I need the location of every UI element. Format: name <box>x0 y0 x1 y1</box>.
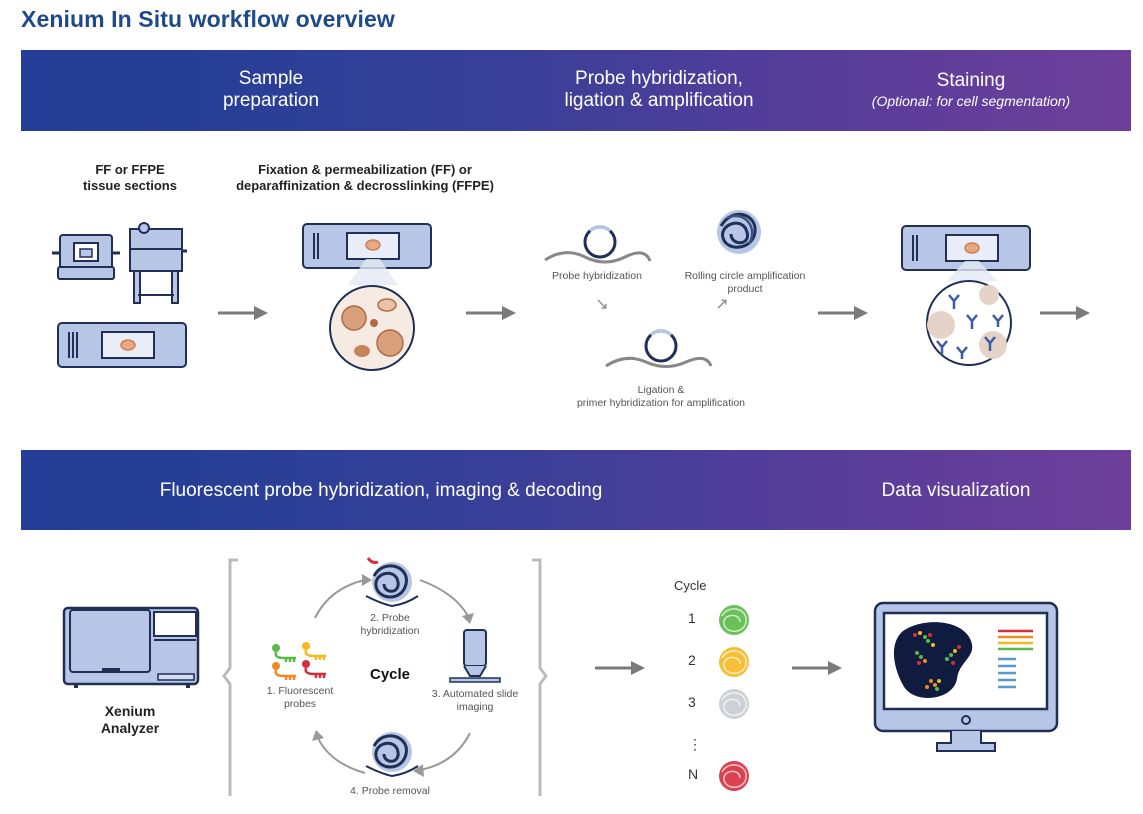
microscope-objective-icon <box>449 629 501 683</box>
label-line: 1. Fluorescent <box>266 685 334 697</box>
label-line: Analyzer <box>100 720 160 736</box>
stage-sample-preparation: Sample preparation <box>171 68 371 112</box>
label-line: tissue sections <box>83 178 177 193</box>
label-line: imaging <box>456 701 494 713</box>
ligation-label: Ligation & primer hybridization for ampl… <box>556 384 766 410</box>
xenium-analyzer-icon <box>62 606 200 688</box>
cycle-number: 3 <box>688 694 696 710</box>
flow-arrow-icon <box>1040 306 1090 320</box>
probe-removal-icon <box>365 732 419 778</box>
decoding-header: Cycle <box>674 578 707 593</box>
xenium-analyzer-label: Xenium Analyzer <box>70 703 190 737</box>
cycle-number: N <box>688 766 699 782</box>
flow-arrow-icon <box>218 306 268 320</box>
rca-product-icon <box>717 210 761 254</box>
stage-title: Staining <box>936 70 1006 91</box>
rca-signal-blob-icon <box>719 761 749 791</box>
step-arrow-up-icon: ↗ <box>715 296 729 313</box>
tissue-sections-label: FF or FFPE tissue sections <box>60 162 200 194</box>
label-line: Fixation & permeabilization (FF) or <box>258 162 472 177</box>
fixed-tissue-icon <box>302 223 432 371</box>
flow-arrow-icon <box>818 306 868 320</box>
fixation-label: Fixation & permeabilization (FF) or depa… <box>210 162 520 194</box>
cycle-step-4: 4. Probe removal <box>350 785 430 797</box>
label-line: 3. Automated slide <box>431 688 519 700</box>
cycle-bracket <box>222 558 548 796</box>
step-arrow-down-icon: ↘ <box>595 296 609 313</box>
ligation-probe-icon <box>605 329 713 368</box>
stage-data-visualization: Data visualization <box>881 480 1031 501</box>
label-line: Ligation & <box>637 384 685 396</box>
label-line: 2. Probe <box>370 612 410 624</box>
bottom-stage-band: Fluorescent probe hybridization, imaging… <box>21 450 1131 530</box>
label-line: primer hybridization for amplification <box>576 397 746 409</box>
label-line: deparaffinization & decrosslinking (FFPE… <box>236 178 494 193</box>
rca-product-label: Rolling circle amplification product <box>670 270 820 296</box>
cycle-step-3: 3. Automated slide imaging <box>420 688 530 714</box>
staining-tissue-icon <box>901 225 1031 366</box>
label-line: FF or FFPE <box>95 162 165 177</box>
stage-subtitle: (Optional: for cell segmentation) <box>871 93 1071 109</box>
spatial-dots <box>913 631 961 691</box>
top-stage-band: Sample preparation Probe hybridization, … <box>21 50 1131 131</box>
cycle-number: 1 <box>688 610 696 626</box>
stage-fluorescent-imaging: Fluorescent probe hybridization, imaging… <box>159 480 603 501</box>
label-line: Xenium <box>104 703 156 719</box>
flow-arrow-icon <box>595 661 645 675</box>
label-line: product <box>727 283 763 295</box>
cycle-number: 2 <box>688 652 696 668</box>
label-line: probes <box>283 698 317 710</box>
page-title: Xenium In Situ workflow overview <box>21 6 395 32</box>
probe-hybridization-icon <box>365 557 419 608</box>
flow-arrow-icon <box>792 661 842 675</box>
microtome-icon <box>52 222 187 304</box>
padlock-probe-icon <box>544 225 652 264</box>
glass-slide-icon <box>57 322 187 368</box>
cycle-number: ⋮ <box>688 736 702 752</box>
rca-signal-blob-icon <box>719 689 749 719</box>
label-line: hybridization <box>360 625 420 637</box>
stage-staining: Staining (Optional: for cell segmentatio… <box>841 70 1101 110</box>
stage-title-line1: Probe hybridization, <box>575 68 743 89</box>
cycle-center-label: Cycle <box>369 666 411 683</box>
flow-arrow-icon <box>466 306 516 320</box>
stage-title-line2: ligation & amplification <box>564 90 754 111</box>
label-line: Rolling circle amplification <box>684 270 806 282</box>
stage-title-line1: Sample <box>238 68 304 89</box>
stage-probe-hybridization: Probe hybridization, ligation & amplific… <box>529 68 789 112</box>
probe-hybridization-label: Probe hybridization <box>552 270 642 282</box>
rca-signal-blob-icon <box>719 647 749 677</box>
rca-signal-blob-icon <box>719 605 749 635</box>
stage-title-line2: preparation <box>222 90 320 111</box>
fluorescent-probes-icon <box>272 642 326 680</box>
cycle-step-1: 1. Fluorescent probes <box>250 685 350 711</box>
cycle-step-2: 2. Probe hybridization <box>340 612 440 638</box>
monitor-data-visualization-icon <box>873 601 1059 752</box>
